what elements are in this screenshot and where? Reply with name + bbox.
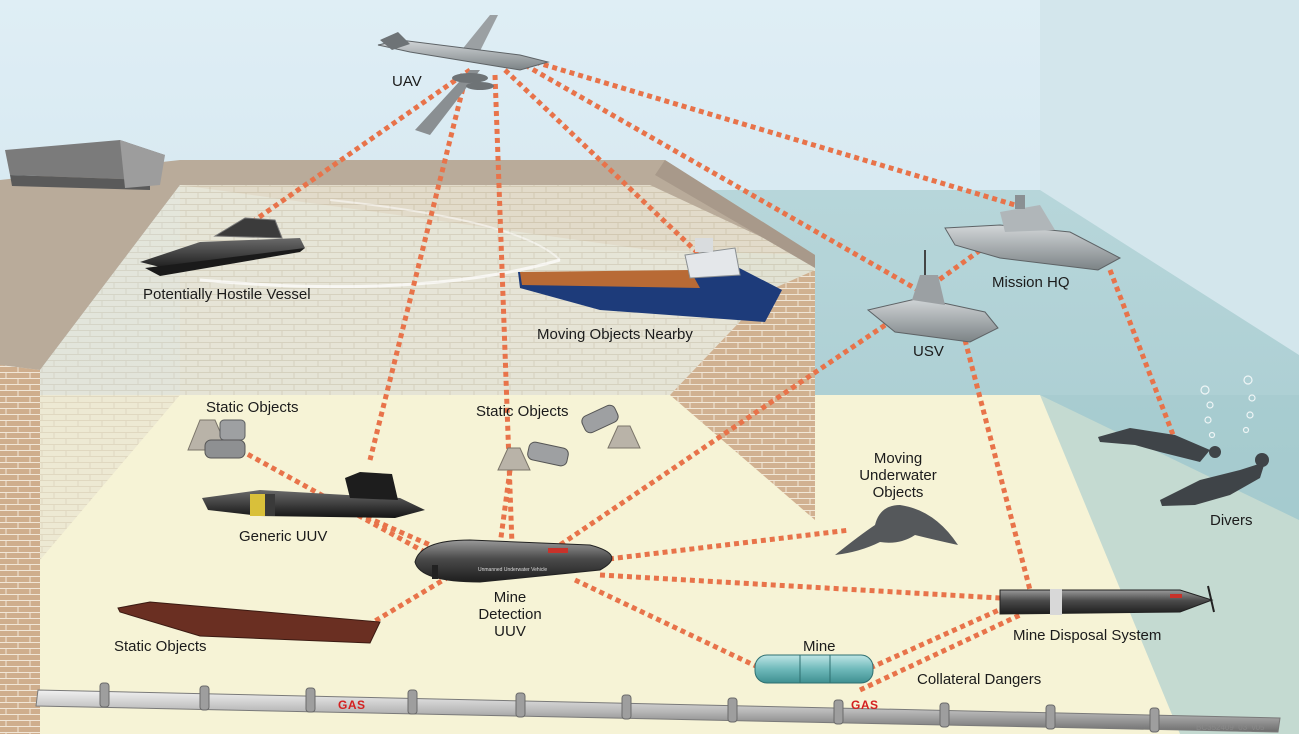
mine-detection-label-line2: Detection xyxy=(478,606,542,623)
link-usv-mine-detection xyxy=(558,312,902,548)
usv-boat xyxy=(866,250,999,343)
generic-uuv-label: Generic UUV xyxy=(239,528,328,545)
mine-disposal-label: Mine Disposal System xyxy=(1013,627,1162,644)
gas-pipeline xyxy=(35,682,1281,733)
moving-objects-nearby-label: Moving Objects Nearby xyxy=(537,326,693,343)
gas-label-1: GAS xyxy=(338,698,366,712)
uuv-body-text: Unmanned Underwater Vehicle xyxy=(478,567,548,573)
figure-code: BC352409_03_v05 xyxy=(1196,723,1265,732)
divers-icon xyxy=(1098,375,1269,506)
right-brick-pier xyxy=(670,270,815,520)
warehouse xyxy=(5,140,165,190)
mine-label: Mine xyxy=(803,638,836,655)
mine-icon xyxy=(754,654,874,684)
link-generic-mine-detection xyxy=(348,507,432,548)
link-usv-mine-disposal xyxy=(962,339,1033,591)
mine-detection-label-line3: UUV xyxy=(494,623,526,640)
communication-links xyxy=(238,59,1178,693)
vessel-wake xyxy=(199,258,561,289)
supply-ship xyxy=(518,238,782,322)
static-objects-center xyxy=(497,404,641,471)
divers-label: Divers xyxy=(1210,512,1253,529)
moving-underwater-label-line3: Objects xyxy=(872,484,924,501)
static-objects-bottom-label: Static Objects xyxy=(114,638,207,655)
static-objects-left xyxy=(187,419,246,459)
quay-edge xyxy=(655,160,815,268)
left-brick-wall xyxy=(0,365,40,734)
mission-hq-label: Mission HQ xyxy=(992,274,1070,291)
static-objects-bottom xyxy=(117,601,381,644)
hostile-vessel xyxy=(140,217,305,276)
link-static-bottom-uuv xyxy=(358,567,462,633)
link-uav-hostile xyxy=(253,67,472,223)
link-uav-generic-uuv xyxy=(367,79,468,461)
link-uuv-moving-underwater xyxy=(599,527,851,563)
link-collateral-disposal xyxy=(858,612,1022,693)
link-uuv-mine-disposal xyxy=(599,572,1001,601)
static-objects-left-label: Static Objects xyxy=(206,399,299,416)
gas-label-2: GAS xyxy=(851,698,879,712)
back-wall xyxy=(180,185,815,520)
link-mine-disposal xyxy=(868,602,1012,671)
link-uav-usv xyxy=(523,62,920,293)
hostile-vessel-label: Potentially Hostile Vessel xyxy=(143,286,311,303)
vessel-wake-2 xyxy=(329,199,561,261)
usv-label: USV xyxy=(913,343,944,360)
mission-hq-ship xyxy=(944,195,1122,271)
link-static-center-uuv xyxy=(497,469,513,546)
static-objects-center-label: Static Objects xyxy=(476,403,569,420)
moving-underwater-label-line1: Moving xyxy=(873,450,923,467)
generic-uuv xyxy=(202,472,425,518)
uav-label: UAV xyxy=(392,73,422,90)
moving-underwater-label-line2: Underwater xyxy=(859,467,937,484)
mine-detection-label-line1: Mine xyxy=(493,589,527,606)
left-inner-wall xyxy=(40,185,180,560)
collateral-dangers-label: Collateral Dangers xyxy=(917,671,1042,688)
mine-detection-uuv xyxy=(414,539,613,583)
link-hq-divers xyxy=(1107,269,1178,441)
uav-aircraft xyxy=(377,15,550,135)
dolphin-icon xyxy=(835,505,958,555)
mine-disposal-system xyxy=(999,585,1215,615)
link-uuv-mine xyxy=(573,577,762,671)
link-uav-mission-hq xyxy=(534,59,1016,208)
